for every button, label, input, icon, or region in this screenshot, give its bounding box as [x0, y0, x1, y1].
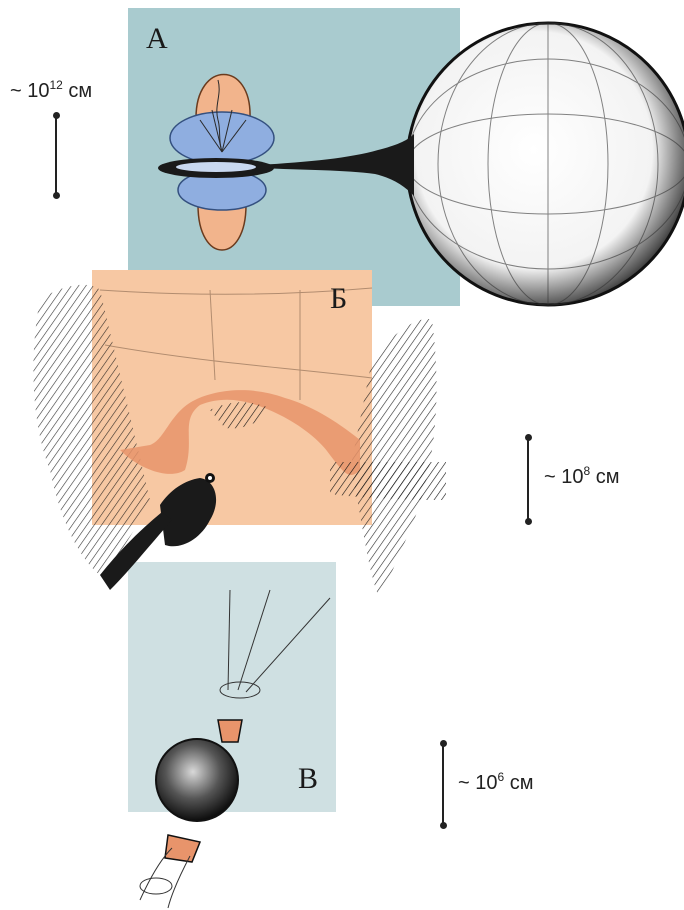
upper-jet-nozzle	[218, 720, 242, 742]
scale-tick-bottom	[525, 518, 532, 525]
right-hatched-star	[350, 319, 437, 595]
mass-transfer-stream	[258, 134, 414, 196]
scale-tick-bottom	[440, 822, 447, 829]
compact-star	[156, 739, 238, 821]
scale-bar-small: ~ 106 см	[438, 740, 578, 880]
compact-object-system	[158, 75, 274, 251]
scale-label-medium: ~ 108 см	[544, 466, 619, 489]
scale-tick-bottom	[53, 192, 60, 199]
left-hatched-star	[33, 285, 150, 575]
panel-label-b: Б	[330, 284, 347, 314]
scale-bar-large: ~ 1012 см	[10, 80, 150, 220]
scale-label-small: ~ 106 см	[458, 772, 533, 795]
scale-line	[527, 437, 529, 521]
jet-lines	[220, 590, 330, 698]
scale-line	[55, 115, 57, 195]
scale-label-large: ~ 1012 см	[10, 80, 92, 103]
giant-star	[407, 23, 684, 305]
lower-jet-nozzle	[165, 835, 200, 862]
panel-label-c: В	[298, 764, 318, 794]
panel-label-a: А	[146, 24, 168, 54]
scale-line	[442, 743, 444, 825]
scale-bar-medium: ~ 108 см	[522, 434, 662, 574]
